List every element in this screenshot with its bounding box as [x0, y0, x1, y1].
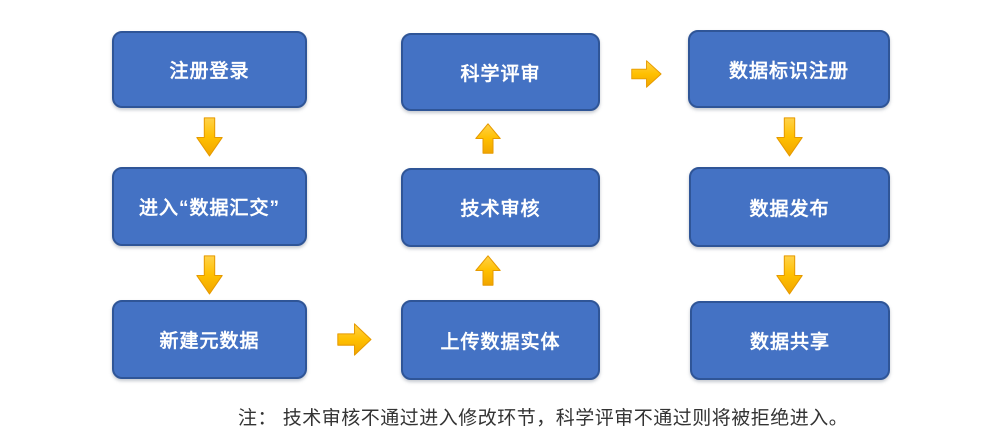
node-scientific-review: 科学评审 — [401, 33, 600, 111]
down-arrow-icon — [196, 255, 223, 295]
up-arrow-icon — [475, 255, 501, 286]
node-data-identifier-registration: 数据标识注册 — [688, 30, 890, 108]
down-arrow-icon — [776, 255, 803, 295]
right-arrow-icon — [631, 60, 662, 88]
node-data-publish: 数据发布 — [689, 167, 890, 247]
footnote: 注： 技术审核不通过进入修改环节，科学评审不通过则将被拒绝进入。 — [238, 408, 849, 429]
up-arrow-icon — [475, 123, 501, 154]
down-arrow-icon — [776, 117, 803, 157]
node-register-login: 注册登录 — [112, 31, 307, 108]
down-arrow-icon — [196, 117, 223, 157]
node-upload-data-entity: 上传数据实体 — [401, 300, 600, 380]
right-arrow-icon — [337, 323, 372, 356]
node-technical-review: 技术审核 — [401, 168, 600, 247]
node-enter-data-submission: 进入“数据汇交” — [112, 167, 307, 246]
node-data-share: 数据共享 — [690, 301, 890, 380]
node-create-metadata: 新建元数据 — [112, 300, 307, 379]
